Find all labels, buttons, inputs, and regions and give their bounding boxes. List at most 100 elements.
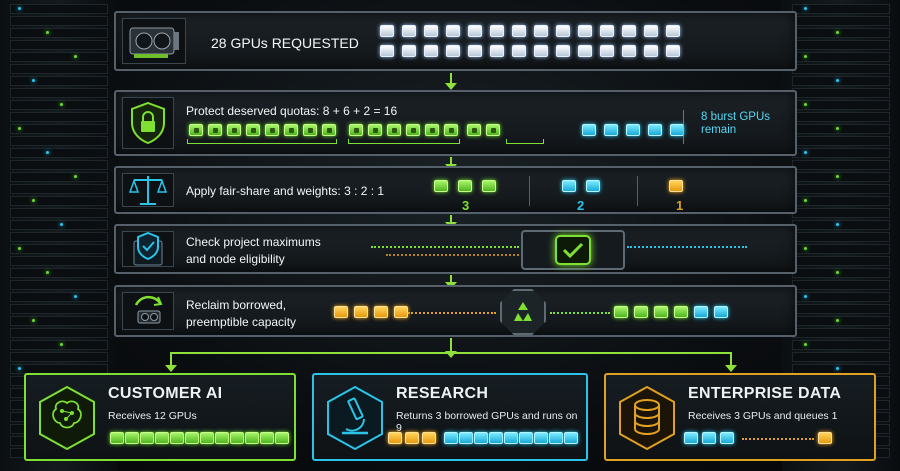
rack-slot bbox=[792, 124, 890, 134]
rack-led bbox=[32, 79, 35, 82]
rack-slot bbox=[10, 268, 108, 278]
rack-slot bbox=[10, 316, 108, 326]
gpu-tile bbox=[444, 432, 458, 444]
rack-slot bbox=[10, 172, 108, 182]
rack-slot bbox=[10, 112, 108, 122]
gpu-tile bbox=[275, 432, 289, 444]
gpu-card-icon bbox=[122, 18, 186, 64]
quota-bracket bbox=[506, 139, 544, 144]
flow-line-cyan bbox=[627, 246, 747, 248]
rack-led bbox=[804, 7, 807, 10]
gpu-tile bbox=[387, 124, 401, 136]
outcome-customer-ai: CUSTOMER AI Receives 12 GPUs bbox=[24, 373, 296, 461]
rack-led bbox=[74, 55, 77, 58]
stage-reclaim-title-1: Reclaim borrowed, bbox=[186, 298, 287, 312]
rack-led bbox=[836, 271, 839, 274]
rack-slot bbox=[10, 76, 108, 86]
gpu-tile bbox=[200, 432, 214, 444]
rack-slot bbox=[792, 112, 890, 122]
gpu-tile bbox=[648, 124, 662, 136]
shield-lock-icon bbox=[122, 97, 174, 149]
rack-led bbox=[836, 175, 839, 178]
gpu-tile bbox=[626, 124, 640, 136]
rack-led bbox=[60, 343, 63, 346]
rack-slot bbox=[10, 256, 108, 266]
gpu-tile bbox=[666, 45, 680, 57]
gpu-tile bbox=[694, 306, 708, 318]
flow-arrow bbox=[445, 338, 457, 358]
gpu-tile bbox=[556, 45, 570, 57]
gpu-tile bbox=[459, 432, 473, 444]
rack-slot bbox=[792, 28, 890, 38]
rack-slot bbox=[792, 352, 890, 362]
gpu-tile bbox=[265, 124, 279, 136]
gpu-tile bbox=[446, 45, 460, 57]
gpu-tile bbox=[155, 432, 169, 444]
gpu-tile bbox=[486, 124, 500, 136]
gpu-tile bbox=[564, 432, 578, 444]
gpu-tile bbox=[534, 45, 548, 57]
rack-slot bbox=[10, 220, 108, 230]
rack-slot bbox=[792, 136, 890, 146]
gpu-tile bbox=[424, 45, 438, 57]
eligibility-gate bbox=[521, 230, 625, 270]
gpu-tile bbox=[614, 306, 628, 318]
gpu-tile bbox=[467, 124, 481, 136]
rack-slot bbox=[792, 328, 890, 338]
gpu-tile bbox=[482, 180, 496, 192]
gpu-tile bbox=[422, 432, 436, 444]
rack-slot bbox=[10, 64, 108, 74]
rack-led bbox=[804, 247, 807, 250]
gpu-tile bbox=[125, 432, 139, 444]
rack-slot bbox=[792, 88, 890, 98]
gpu-tile bbox=[489, 432, 503, 444]
recycle-gpu-icon bbox=[122, 292, 174, 330]
gpu-tile bbox=[227, 124, 241, 136]
check-icon bbox=[555, 235, 591, 265]
quota-bracket bbox=[348, 139, 460, 144]
rack-slot bbox=[10, 340, 108, 350]
rack-slot bbox=[10, 280, 108, 290]
queue-line bbox=[742, 438, 814, 440]
rack-led bbox=[18, 127, 21, 130]
gpu-tile bbox=[303, 124, 317, 136]
stage-reclaim: Reclaim borrowed, preemptible capacity bbox=[114, 285, 797, 337]
rack-slot bbox=[792, 256, 890, 266]
gpu-tile bbox=[622, 25, 636, 37]
rack-led bbox=[18, 367, 21, 370]
gpu-tile bbox=[245, 432, 259, 444]
weight-label: 2 bbox=[577, 198, 585, 213]
gpu-tile bbox=[189, 124, 203, 136]
rack-slot bbox=[10, 328, 108, 338]
rack-slot bbox=[792, 4, 890, 14]
flow-arrow bbox=[445, 157, 457, 171]
rack-slot bbox=[10, 196, 108, 206]
rack-slot bbox=[792, 268, 890, 278]
rack-led bbox=[804, 55, 807, 58]
gpu-tile bbox=[549, 432, 563, 444]
gpu-tile bbox=[405, 432, 419, 444]
rack-slot bbox=[10, 244, 108, 254]
rack-slot bbox=[10, 232, 108, 242]
gpu-tile bbox=[474, 432, 488, 444]
outcome-title: CUSTOMER AI bbox=[108, 385, 223, 402]
gpu-tile bbox=[434, 180, 448, 192]
gpu-tile bbox=[140, 432, 154, 444]
rack-led bbox=[32, 319, 35, 322]
rack-slot bbox=[10, 136, 108, 146]
flow-line-green bbox=[550, 312, 610, 314]
gpu-tile bbox=[444, 124, 458, 136]
gpu-tile bbox=[519, 432, 533, 444]
rack-slot bbox=[792, 76, 890, 86]
gpu-tile bbox=[818, 432, 832, 444]
database-icon bbox=[614, 383, 680, 453]
rack-slot bbox=[792, 340, 890, 350]
flow-arrow bbox=[445, 275, 457, 289]
rack-led bbox=[836, 31, 839, 34]
gpu-tile bbox=[260, 432, 274, 444]
gpu-tile bbox=[720, 432, 734, 444]
stage-quotas: Protect deserved quotas: 8 + 6 + 2 = 16 … bbox=[114, 90, 797, 156]
rack-slot bbox=[10, 304, 108, 314]
rack-slot bbox=[792, 304, 890, 314]
outcome-research: RESEARCH Returns 3 borrowed GPUs and run… bbox=[312, 373, 588, 461]
